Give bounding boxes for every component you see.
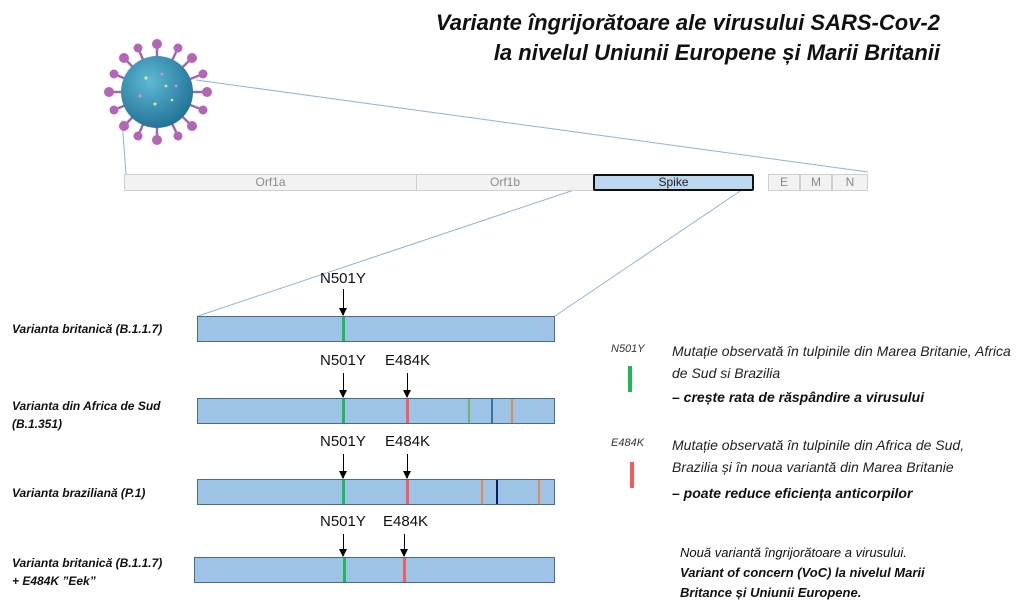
mutation-marker-e484k	[406, 399, 409, 423]
genome-segment-m: M	[800, 174, 832, 191]
variant-label-line-1: Varianta britanică (B.1.1.7)	[12, 556, 163, 570]
mutation-label-e484k: E484K	[385, 352, 431, 369]
variant-label: Varianta din Africa de Sud (B.1.351)	[12, 399, 161, 431]
mutation-marker	[481, 480, 483, 504]
mutation-label-n501y: N501Y	[320, 270, 366, 287]
spike-bar	[197, 398, 555, 424]
voc-note-bold-2: Britance și Uniunii Europene.	[680, 585, 862, 600]
mutation-marker-n501y	[343, 558, 346, 582]
legend-swatch-n501y	[628, 366, 632, 392]
voc-note: Nouă variantă îngrijorătoare a virusului…	[680, 543, 925, 603]
mutation-marker-n501y	[342, 480, 345, 504]
mutation-marker	[511, 399, 513, 423]
mutation-marker	[491, 399, 493, 423]
mutation-arrow	[403, 373, 411, 398]
variant-label: Varianta braziliană (P.1)	[12, 486, 146, 500]
page-title: Variante îngrijorătoare ale virusului SA…	[436, 8, 940, 68]
mutation-marker	[538, 480, 540, 504]
legend-swatch-e484k	[630, 462, 634, 488]
variant-label-line-2: + E484K ”Eek”	[12, 574, 96, 588]
genome-segment-n: N	[832, 174, 868, 191]
genome-segment-e: E	[768, 174, 800, 191]
mutation-marker-e484k	[406, 480, 409, 504]
spike-bar	[197, 479, 555, 505]
genome-segment-spike: Spike	[593, 174, 754, 191]
spike-bar	[194, 557, 555, 583]
mutation-arrow	[339, 534, 347, 557]
legend-code-n501y: N501Y	[611, 343, 645, 355]
mutation-label-e484k: E484K	[385, 433, 431, 450]
legend-effect-e484k: – poate reduce eficiența anticorpilor	[672, 485, 913, 501]
mutation-label-n501y: N501Y	[320, 433, 366, 450]
voc-note-line-3: Britance și Uniunii Europene.	[680, 583, 925, 603]
legend-description-e484k: Mutație observată în tulpinile din Afric…	[672, 437, 965, 475]
coronavirus-icon	[104, 39, 212, 145]
spike-bar	[197, 316, 555, 342]
title-line-1: Variante îngrijorătoare ale virusului SA…	[435, 10, 940, 35]
mutation-marker	[496, 480, 498, 504]
mutation-arrow	[400, 534, 408, 557]
genome-segment-orf1b: Orf1b	[416, 174, 594, 191]
mutation-marker-e484k	[403, 558, 406, 582]
mutation-arrow	[339, 289, 347, 316]
voc-note-line-1: Nouă variantă îngrijorătoare a virusului…	[680, 545, 907, 560]
legend-code-e484k: E484K	[611, 437, 645, 449]
mutation-arrow	[339, 373, 347, 398]
title-line-2: la nivelul Uniunii Europene și Marii Bri…	[493, 40, 940, 65]
mutation-arrow	[403, 454, 411, 479]
mutation-label-n501y: N501Y	[320, 352, 366, 369]
mutation-marker	[468, 399, 470, 423]
mutation-marker-n501y	[342, 317, 345, 341]
mutation-label-n501y: N501Y	[320, 513, 366, 530]
voc-note-bold-1: Variant of concern (VoC) la nivelul Mari…	[680, 565, 925, 580]
variant-label: Varianta britanică (B.1.1.7)	[12, 322, 163, 336]
legend-effect-n501y: – crește rata de răspândire a virusului	[672, 389, 925, 405]
voc-note-line-2: Variant of concern (VoC) la nivelul Mari…	[680, 563, 925, 583]
variant-label: Varianta britanică (B.1.1.7) + E484K ”Ee…	[12, 554, 192, 590]
mutation-arrow	[339, 454, 347, 479]
mutation-label-e484k: E484K	[383, 513, 429, 530]
genome-segment-orf1a: Orf1a	[124, 174, 417, 191]
mutation-marker-n501y	[342, 399, 345, 423]
legend-description-n501y: Mutație observată în tulpinile din Marea…	[672, 343, 1011, 381]
